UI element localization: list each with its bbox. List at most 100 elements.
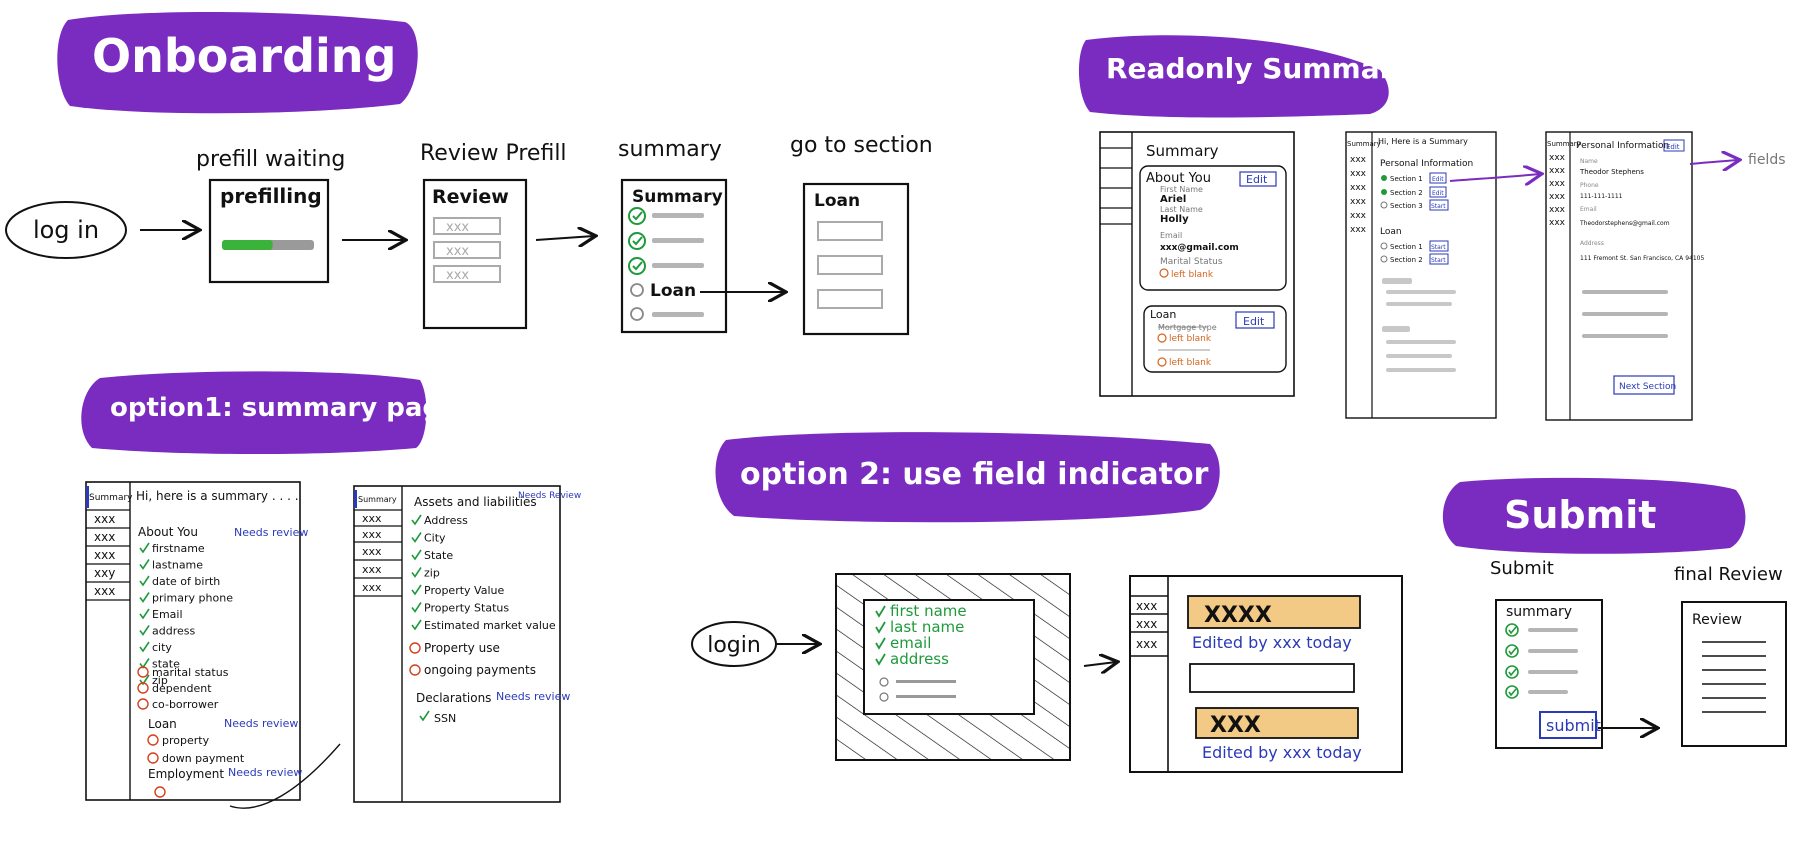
nav-item[interactable]: xxx bbox=[362, 563, 382, 576]
onboarding-title: Onboarding bbox=[92, 29, 396, 83]
checked-item: Estimated market value bbox=[424, 619, 556, 632]
nav-item[interactable]: xxx bbox=[94, 530, 115, 544]
section-start-button[interactable] bbox=[1429, 253, 1449, 265]
needs-review-declarations[interactable]: Needs review bbox=[496, 690, 570, 703]
needs-review-loan[interactable]: Needs review bbox=[224, 717, 298, 730]
submit-step-label: Submit bbox=[1490, 558, 1554, 579]
section-status-dot bbox=[1380, 242, 1388, 250]
check-icon bbox=[139, 559, 150, 570]
edited-field-2-value: XXX bbox=[1210, 713, 1261, 738]
check-icon bbox=[875, 637, 886, 650]
nav-item[interactable]: xxx bbox=[1350, 211, 1367, 221]
checked-field: address bbox=[890, 650, 949, 668]
nav-item[interactable]: xxx bbox=[1350, 197, 1367, 207]
check-icon bbox=[875, 621, 886, 634]
warn-icon bbox=[1157, 357, 1167, 367]
edited-field-1-value: XXXX bbox=[1204, 603, 1272, 628]
warn-icon bbox=[147, 752, 159, 764]
loan-card-field: Mortgage type bbox=[1158, 323, 1217, 332]
login-ellipse[interactable] bbox=[5, 201, 127, 259]
check-icon bbox=[139, 641, 150, 653]
readonly-title: Readonly Summary bbox=[1106, 52, 1412, 85]
nav-item[interactable]: xxx bbox=[1136, 599, 1157, 613]
flagged-item[interactable]: marital status bbox=[152, 666, 229, 679]
checked-item: zip bbox=[152, 674, 168, 687]
plain-field[interactable] bbox=[1189, 663, 1355, 693]
needs-review-assets[interactable]: Needs Review bbox=[518, 491, 581, 501]
screen-2-nav-title: Summary bbox=[1347, 140, 1381, 148]
flagged-item[interactable]: property bbox=[162, 734, 210, 747]
nav-item[interactable]: xxx bbox=[362, 528, 382, 541]
option1-declarations-heading: Declarations bbox=[416, 691, 491, 705]
warn-icon bbox=[137, 682, 149, 694]
checked-item: zip bbox=[424, 567, 440, 580]
field-value-email: Theodorstephens@gmail.com bbox=[1579, 220, 1670, 227]
nav-item[interactable]: xxx bbox=[94, 548, 115, 562]
section-start-button[interactable] bbox=[1429, 199, 1449, 211]
submit-button[interactable] bbox=[1539, 711, 1597, 739]
warn-icon bbox=[409, 664, 421, 676]
summary-loan-row[interactable]: Loan bbox=[650, 281, 696, 301]
section-status-dot bbox=[1381, 189, 1387, 195]
prefill-screen bbox=[208, 178, 330, 284]
about-edit-button[interactable] bbox=[1239, 171, 1277, 187]
field-label-phone: Phone bbox=[1580, 182, 1599, 189]
section-edit-button[interactable] bbox=[1429, 186, 1447, 198]
summary-screen bbox=[620, 178, 728, 334]
needs-review-about[interactable]: Needs review bbox=[234, 526, 308, 539]
warn-icon bbox=[137, 698, 149, 710]
needs-review-employment[interactable]: Needs review bbox=[228, 766, 302, 779]
option1-employment-heading: Employment bbox=[148, 767, 224, 781]
screen-3-nav-title: Summary bbox=[1547, 140, 1581, 148]
nav-item[interactable]: xxx bbox=[362, 581, 382, 594]
declarations-check bbox=[419, 710, 430, 722]
nav-item[interactable]: xxx bbox=[1350, 169, 1367, 179]
section-edit-button[interactable] bbox=[1429, 172, 1447, 184]
nav-item[interactable]: xxx bbox=[1549, 205, 1566, 215]
checked-field: first name bbox=[890, 602, 967, 620]
check-icon bbox=[411, 584, 422, 596]
nav-item[interactable]: xxx bbox=[1136, 617, 1157, 631]
flagged-item[interactable]: ongoing payments bbox=[424, 663, 536, 677]
placeholder-lines bbox=[1582, 290, 1668, 338]
nav-item[interactable]: xxx bbox=[1549, 153, 1566, 163]
loan-field-2 bbox=[817, 255, 883, 275]
edited-field-2[interactable] bbox=[1195, 707, 1359, 739]
nav-item[interactable]: xxx bbox=[1350, 225, 1367, 235]
flagged-item[interactable]: co-borrower bbox=[152, 698, 219, 711]
flagged-list: marital status dependent co-borrower bbox=[137, 666, 229, 711]
nav-item[interactable]: xxx bbox=[1549, 192, 1566, 202]
section-start-button[interactable] bbox=[1429, 240, 1449, 252]
nav-item[interactable]: xxx bbox=[1549, 218, 1566, 228]
readonly-screen-1-nav bbox=[1100, 147, 1132, 225]
nav-item[interactable]: xxx bbox=[94, 512, 115, 526]
edited-field-1[interactable] bbox=[1187, 595, 1361, 629]
placeholder-lines bbox=[1382, 278, 1456, 372]
nav-item[interactable]: xxx bbox=[1350, 183, 1367, 193]
nav-item[interactable]: xxx bbox=[362, 512, 382, 525]
loan-left-blank-2: left blank bbox=[1169, 358, 1212, 368]
check-icon bbox=[139, 542, 150, 554]
nav-active-indicator bbox=[86, 486, 89, 508]
loan-edit-button[interactable] bbox=[1235, 311, 1275, 329]
flagged-item[interactable]: dependent bbox=[152, 682, 212, 695]
nav-item[interactable]: xxy bbox=[94, 566, 115, 580]
field-label-email: Email bbox=[1580, 206, 1597, 213]
nav-item[interactable]: xxx bbox=[1549, 166, 1566, 176]
loan-field-3 bbox=[817, 289, 883, 309]
checked-item: State bbox=[424, 549, 453, 562]
nav-item[interactable]: xxx bbox=[1549, 179, 1566, 189]
flagged-item[interactable]: Property use bbox=[424, 641, 500, 655]
nav-item[interactable]: xxx bbox=[94, 584, 115, 598]
loan-card bbox=[1143, 305, 1287, 373]
nav-item[interactable]: xxx bbox=[1350, 155, 1367, 165]
screen-3-edit-button[interactable] bbox=[1663, 139, 1685, 152]
flagged-item[interactable]: down payment bbox=[162, 752, 245, 765]
nav-item[interactable]: xxx bbox=[1136, 637, 1157, 651]
option1-section: option1: summary page Summary xxx xxx xx… bbox=[81, 371, 581, 809]
nav-item[interactable]: xxx bbox=[362, 545, 382, 558]
about-you-card bbox=[1139, 165, 1287, 291]
section-status-dot bbox=[1381, 175, 1387, 181]
next-section-button[interactable] bbox=[1613, 375, 1675, 395]
